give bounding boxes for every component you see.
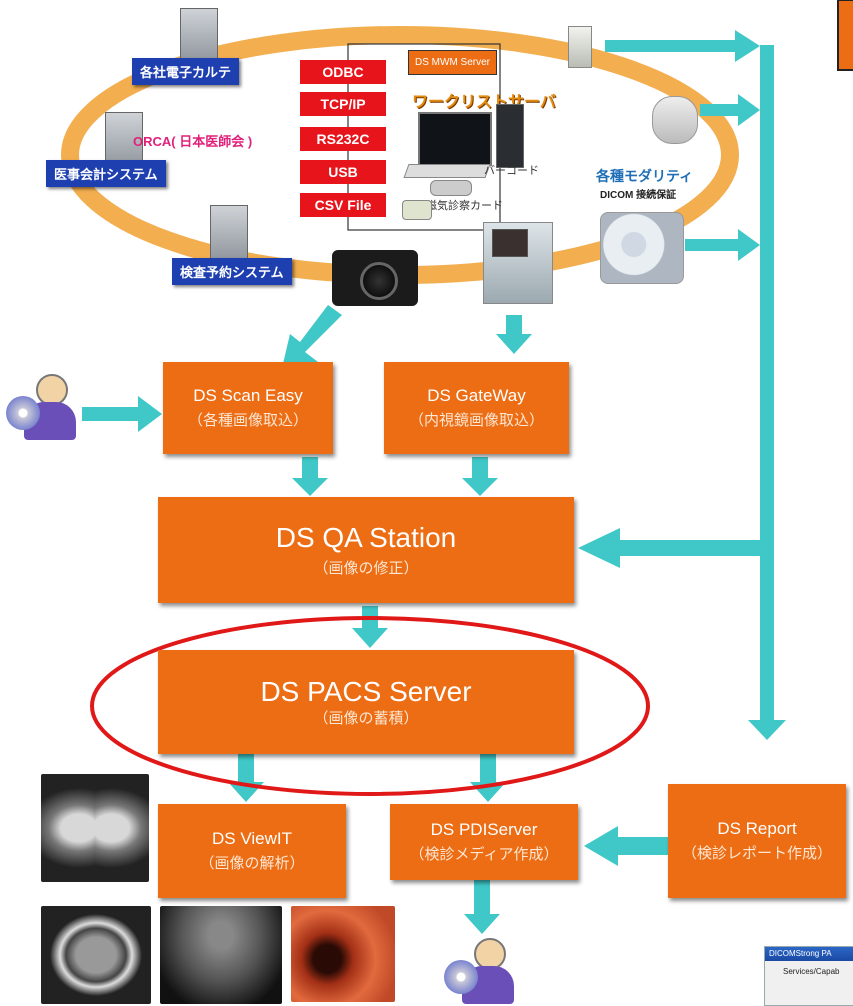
box-scan-easy: DS Scan Easy （各種画像取込）	[163, 362, 333, 454]
xray-chest-image	[41, 774, 149, 882]
protocol-rs232c: RS232C	[300, 127, 386, 151]
arrow-pdi-patient	[464, 880, 500, 934]
box-pdiserver-sub: （検診メディア作成）	[409, 846, 559, 863]
card-reader-icon	[402, 200, 432, 220]
box-viewit: DS ViewIT （画像の解析）	[158, 804, 346, 898]
patient-disc-icon	[6, 372, 84, 442]
right-trunk-arrowhead	[748, 720, 786, 740]
box-qa-station: DS QA Station （画像の修正）	[158, 497, 574, 603]
barcode-scanner-icon	[430, 180, 472, 196]
protocol-odbc: ODBC	[300, 60, 386, 84]
box-report-title: DS Report	[717, 819, 797, 838]
box-qa-station-sub: （画像の修正）	[313, 560, 419, 577]
arrow-gateway-qa	[462, 457, 498, 496]
arrow-to-qa	[578, 528, 760, 568]
arrow-report-pdi	[584, 826, 668, 866]
arrow-scan-qa	[292, 457, 328, 496]
box-pacs-server: DS PACS Server （画像の蓄積）	[158, 650, 574, 754]
label-emr-vendors: 各社電子カルテ	[132, 58, 240, 85]
pc-tower-icon	[210, 205, 248, 265]
box-scan-easy-title: DS Scan Easy	[193, 386, 303, 405]
arrow-qa-pacs	[352, 606, 388, 648]
box-viewit-sub: （画像の解析）	[199, 855, 305, 872]
worklist-server-label: ワークリストサーバ	[412, 94, 556, 111]
software-window-thumbnail: DICOMStrong PA Services/Capab	[764, 946, 853, 1006]
label-reservation: 検査予約システム	[172, 258, 292, 285]
modality-device-icon	[568, 26, 592, 68]
endoscope-icon	[483, 222, 553, 304]
arrow-modality1	[605, 30, 760, 62]
ct-head-image	[41, 906, 151, 1004]
box-pacs-server-sub: （画像の蓄積）	[313, 710, 419, 727]
label-accounting: 医事会計システム	[46, 160, 166, 187]
arrow-pacs-pdi	[470, 754, 506, 802]
arrow-pacs-viewit	[228, 754, 264, 802]
protocol-usb: USB	[300, 160, 386, 184]
arrow-camera	[282, 305, 342, 368]
ultrasound-image	[160, 906, 282, 1004]
arrow-modality2	[700, 94, 760, 126]
box-viewit-title: DS ViewIT	[212, 829, 292, 848]
keyboard-icon	[403, 164, 491, 178]
pc-tower-icon	[180, 8, 218, 66]
box-pdiserver-title: DS PDIServer	[430, 820, 538, 839]
box-gateway: DS GateWay （内視鏡画像取込）	[384, 362, 569, 454]
pacs-highlight-ellipse	[90, 616, 650, 796]
box-pdiserver: DS PDIServer （検診メディア作成）	[390, 804, 578, 880]
ct-scanner-icon	[600, 212, 684, 284]
label-orca: ORCA( 日本医師会 )	[133, 134, 253, 149]
camera-icon	[332, 250, 418, 306]
endoscopy-image	[291, 906, 395, 1002]
box-report-sub: （検診レポート作成）	[681, 845, 832, 862]
box-gateway-title: DS GateWay	[427, 386, 526, 405]
protocol-tcpip: TCP/IP	[300, 92, 386, 116]
window-title-bar: DICOMStrong PA	[765, 947, 853, 961]
arrow-endoscope	[496, 315, 532, 354]
mwm-server-label: DS MWM Server	[408, 50, 497, 75]
arrow-patient-in	[82, 396, 162, 432]
modality-device-icon	[652, 96, 698, 144]
arrow-modality3	[685, 229, 760, 261]
window-menu-item: Services/Capab	[783, 967, 840, 976]
protocol-csv: CSV File	[300, 193, 386, 217]
magnetic-card-label: 磁気診察カード	[426, 200, 503, 212]
box-gateway-sub: （内視鏡画像取込）	[408, 412, 544, 429]
right-trunk-line	[760, 45, 774, 725]
barcode-label: バーコード	[484, 165, 539, 177]
box-scan-easy-sub: （各種画像取込）	[187, 412, 308, 429]
box-pacs-server-title: DS PACS Server	[260, 676, 472, 707]
dicom-guarantee-label: DICOM 接続保証	[600, 190, 677, 201]
box-qa-station-title: DS QA Station	[275, 522, 457, 553]
modality-title: 各種モダリティ	[596, 168, 694, 184]
patient-disc-icon	[444, 936, 522, 1004]
monitor-icon	[418, 112, 492, 166]
pc-tower-icon	[496, 104, 524, 168]
box-report: DS Report （検診レポート作成）	[668, 784, 846, 898]
